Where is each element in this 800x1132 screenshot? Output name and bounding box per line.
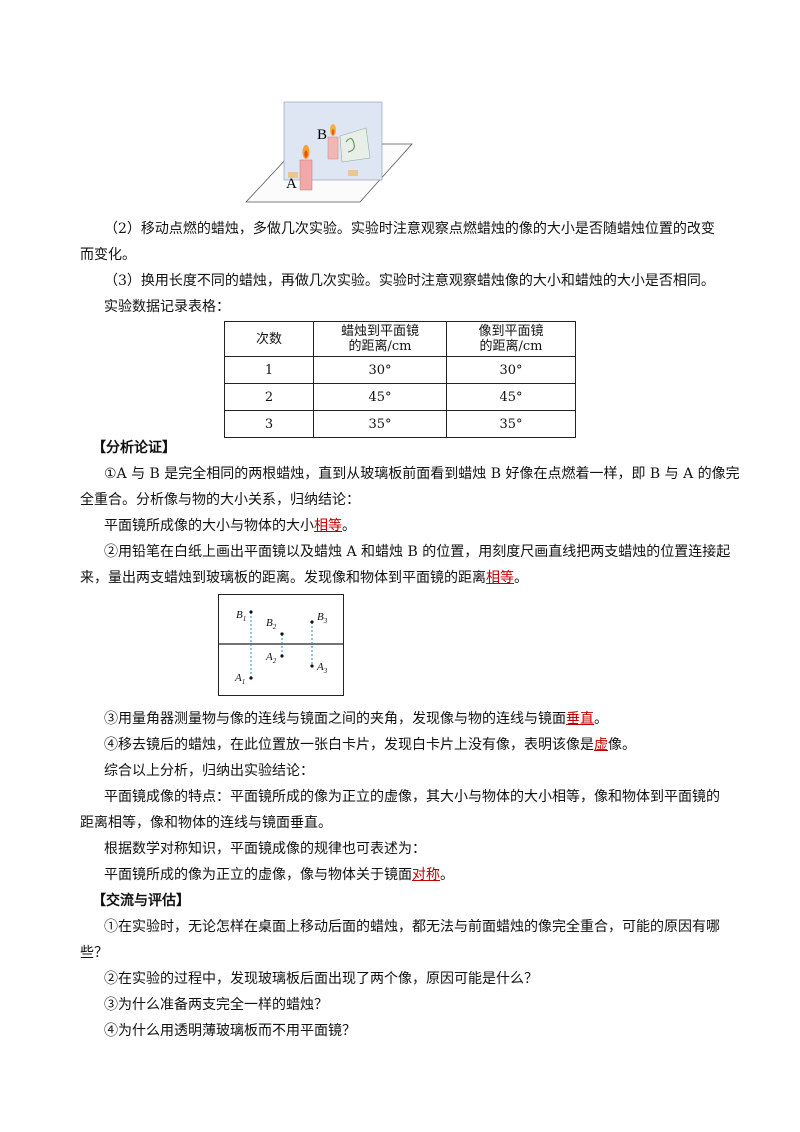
table-row: 2 45° 45° [224,383,576,411]
analysis-2-line2: 来，量出两支蜡烛到玻璃板的距离。发现像和物体到平面镜的距离相等。 [80,570,528,586]
label-b: B [317,127,327,143]
table-cell: 1 [224,356,314,384]
table-row: 3 35° 35° [224,410,576,438]
label-b3: B3 [317,611,328,625]
label-b1: B1 [236,609,246,623]
answer-equal-distance: 相等 [486,570,514,586]
table-cell: 35° [446,410,576,438]
analysis-heading: 【分析论证】 [92,440,176,456]
label-a2: A2 [265,651,277,665]
table-caption: 实验数据记录表格： [104,299,230,315]
question-3: ③为什么准备两支完全一样的蜡烛？ [104,997,328,1013]
table-cell: 3 [224,410,314,438]
table-cell: 30° [446,356,576,384]
label-a: A [286,176,297,192]
summary-line1: 平面镜成像的特点：平面镜所成的像为正立的虚像，其大小与物体的大小相等，像和物体到… [104,789,720,805]
evaluation-heading: 【交流与评估】 [92,893,190,909]
question-1-line1: ①在实验时，无论怎样在桌面上移动后面的蜡烛，都无法与前面蜡烛的像完全重合，可能的… [104,919,720,935]
analysis-1-conclusion: 平面镜所成像的大小与物体的大小相等。 [104,518,356,534]
analysis-1-line1: ①A 与 B 是完全相同的两根蜡烛，直到从玻璃板前面看到蜡烛 B 好像在点燃着一… [104,466,740,482]
question-1-line2: 些？ [80,945,108,961]
table-cell: 45° [313,383,447,411]
label-b2: B2 [266,617,277,631]
answer-perpendicular: 垂直 [566,711,594,727]
table-cell: 45° [446,383,576,411]
summary-intro: 综合以上分析，归纳出实验结论： [104,763,314,779]
table-header-count: 次数 [224,321,314,357]
math-intro: 根据数学对称知识，平面镜成像的规律也可表述为： [104,841,426,857]
answer-symmetric: 对称 [412,867,440,883]
data-table: 次数 蜡烛到平面镜的距离/cm 像到平面镜的距离/cm 1 30° 30° 2 … [224,321,576,438]
table-row: 1 30° 30° [224,356,576,384]
step3: （3）换用长度不同的蜡烛，再做几次实验。实验时注意观察蜡烛像的大小和蜡烛的大小是… [104,273,715,289]
answer-equal-size: 相等 [314,518,342,534]
candle-experiment-illustration: B A [245,101,413,203]
label-a1: A1 [234,672,245,686]
table-header-image-distance: 像到平面镜的距离/cm [446,321,576,357]
label-a3: A3 [316,661,328,675]
analysis-1-line2: 全重合。分析像与物的大小关系，归纳结论： [80,492,360,508]
math-conclusion: 平面镜所成的像为正立的虚像，像与物体关于镜面对称。 [104,867,454,883]
analysis-3: ③用量角器测量物与像的连线与镜面之间的夹角，发现像与物的连线与镜面垂直。 [104,711,608,727]
position-diagram: B1 B2 B3 A1 A2 A3 [218,594,344,696]
analysis-2-line1: ②用铅笔在白纸上画出平面镜以及蜡烛 A 和蜡烛 B 的位置，用刻度尺画直线把两支… [104,544,731,560]
summary-line2: 距离相等，像和物体的连线与镜面垂直。 [80,815,332,831]
table-cell: 2 [224,383,314,411]
answer-virtual: 虚 [594,737,608,753]
question-4: ④为什么用透明薄玻璃板而不用平面镜？ [104,1023,356,1039]
table-cell: 30° [313,356,447,384]
question-2: ②在实验的过程中，发现玻璃板后面出现了两个像，原因可能是什么？ [104,971,538,987]
step2-line2: 而变化。 [80,247,136,263]
table-header-candle-distance: 蜡烛到平面镜的距离/cm [313,321,447,357]
table-cell: 35° [313,410,447,438]
step2-line1: （2）移动点燃的蜡烛，多做几次实验。实验时注意观察点燃蜡烛的像的大小是否随蜡烛位… [104,221,715,237]
analysis-4: ④移去镜后的蜡烛，在此位置放一张白卡片，发现白卡片上没有像，表明该像是虚像。 [104,737,636,753]
